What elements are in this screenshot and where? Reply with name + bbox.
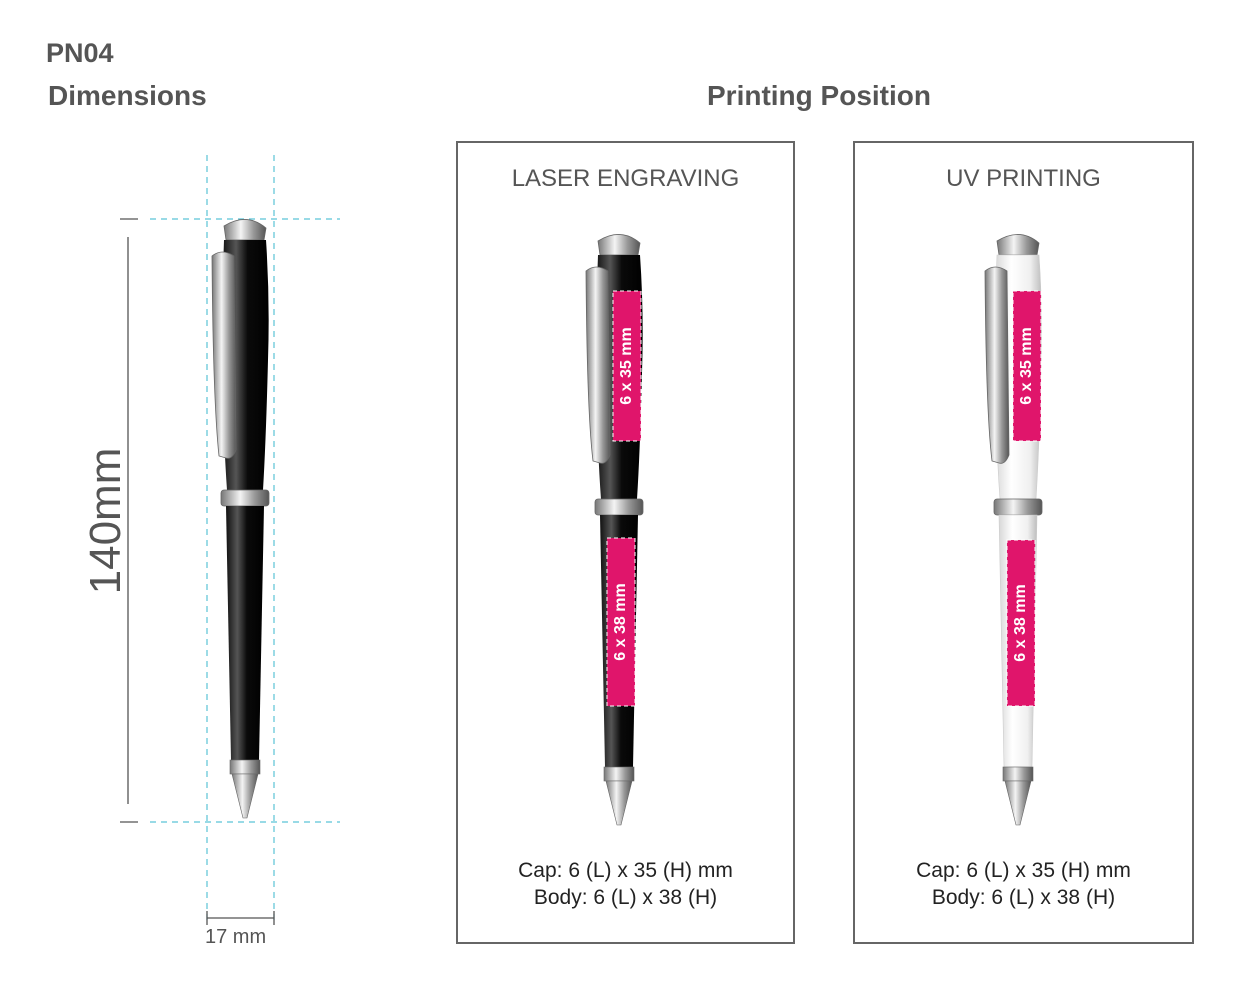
panel-uv-printing: UV PRINTING 6 x 35 mm 6 x 38 mm Cap: 6 (… (853, 141, 1194, 944)
width-dimension-line (206, 911, 275, 925)
body-print-area (1006, 539, 1036, 707)
body-area-label: 6 x 38 mm (1012, 584, 1029, 661)
width-label: 17 mm (205, 926, 267, 948)
body-area-label: 6 x 38 mm (612, 583, 629, 660)
spec-body: Body: 6 (L) x 38 (H) (533, 886, 718, 909)
spec-body: Body: 6 (L) x 38 (H) (931, 886, 1116, 909)
length-dimension-line (120, 218, 138, 823)
pen-black: 6 x 35 mm 6 x 38 mm (585, 234, 644, 826)
guide-lines (150, 155, 340, 925)
model-code: PN04 (46, 38, 114, 68)
panel-laser-engraving: LASER ENGRAVING 6 x 35 mm 6 x 38 mm Cap:… (456, 141, 795, 944)
body-print-area (606, 537, 636, 707)
dimension-drawing (120, 155, 340, 925)
length-label: 140mm (81, 447, 130, 594)
spec-cap: Cap: 6 (L) x 35 (H) mm (518, 859, 733, 882)
cap-print-area (1012, 290, 1042, 442)
pen-white: 6 x 35 mm 6 x 38 mm (984, 234, 1043, 826)
spec-cap: Cap: 6 (L) x 35 (H) mm (916, 859, 1131, 882)
cap-area-label: 6 x 35 mm (1018, 327, 1035, 404)
panel-title: UV PRINTING (946, 165, 1101, 192)
cap-area-label: 6 x 35 mm (618, 327, 635, 404)
pen-black-dimension (211, 219, 270, 819)
panel-title: LASER ENGRAVING (511, 165, 740, 192)
printing-position-heading: Printing Position (707, 80, 931, 111)
cap-print-area (612, 290, 642, 442)
dimensions-heading: Dimensions (48, 80, 207, 111)
